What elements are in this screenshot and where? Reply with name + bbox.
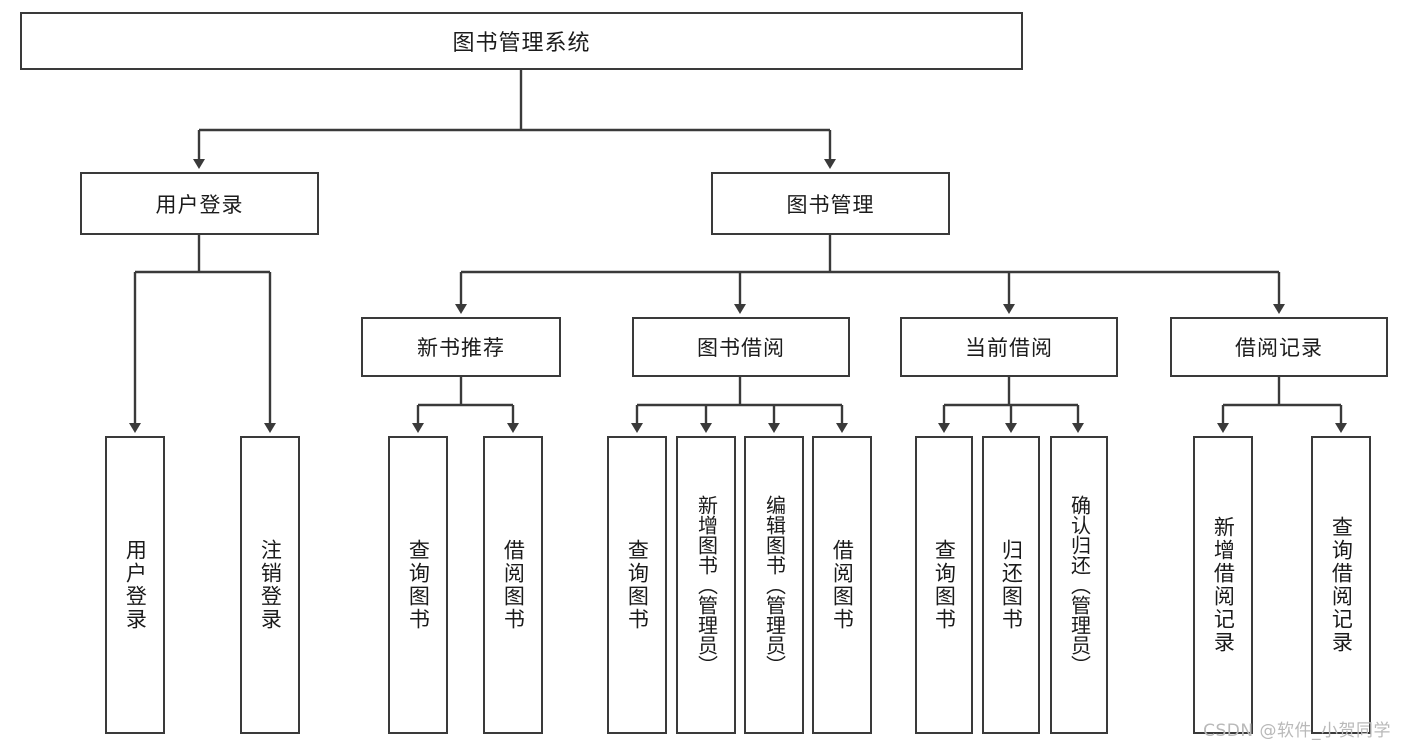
leaf-borrow-record-query-record[interactable]: 查询借阅记录 [1311, 436, 1371, 734]
leaf-book-borrow-borrow-book[interactable]: 借阅图书 [812, 436, 872, 734]
leaf-user-login-login[interactable]: 用户登录 [105, 436, 165, 734]
leaf-user-login-logout[interactable]: 注销登录 [240, 436, 300, 734]
node-root-book-management-system[interactable]: 图书管理系统 [20, 12, 1023, 70]
node-book-borrow[interactable]: 图书借阅 [632, 317, 850, 377]
leaf-book-borrow-query-book[interactable]: 查询图书 [607, 436, 667, 734]
leaf-current-borrow-query-book[interactable]: 查询图书 [915, 436, 973, 734]
node-book-management[interactable]: 图书管理 [711, 172, 950, 235]
leaf-new-book-borrow-book[interactable]: 借阅图书 [483, 436, 543, 734]
node-borrow-record[interactable]: 借阅记录 [1170, 317, 1388, 377]
leaf-book-borrow-add-book-admin[interactable]: 新增图书（管理员） [676, 436, 736, 734]
watermark-credit: CSDN @软件_小贺同学 [1203, 721, 1391, 741]
leaf-borrow-record-add-record[interactable]: 新增借阅记录 [1193, 436, 1253, 734]
node-current-borrow[interactable]: 当前借阅 [900, 317, 1118, 377]
leaf-book-borrow-edit-book-admin[interactable]: 编辑图书（管理员） [744, 436, 804, 734]
leaf-new-book-query-book[interactable]: 查询图书 [388, 436, 448, 734]
leaf-current-borrow-confirm-return-admin[interactable]: 确认归还（管理员） [1050, 436, 1108, 734]
leaf-current-borrow-return-book[interactable]: 归还图书 [982, 436, 1040, 734]
node-user-login[interactable]: 用户登录 [80, 172, 319, 235]
node-new-book-recommend[interactable]: 新书推荐 [361, 317, 561, 377]
